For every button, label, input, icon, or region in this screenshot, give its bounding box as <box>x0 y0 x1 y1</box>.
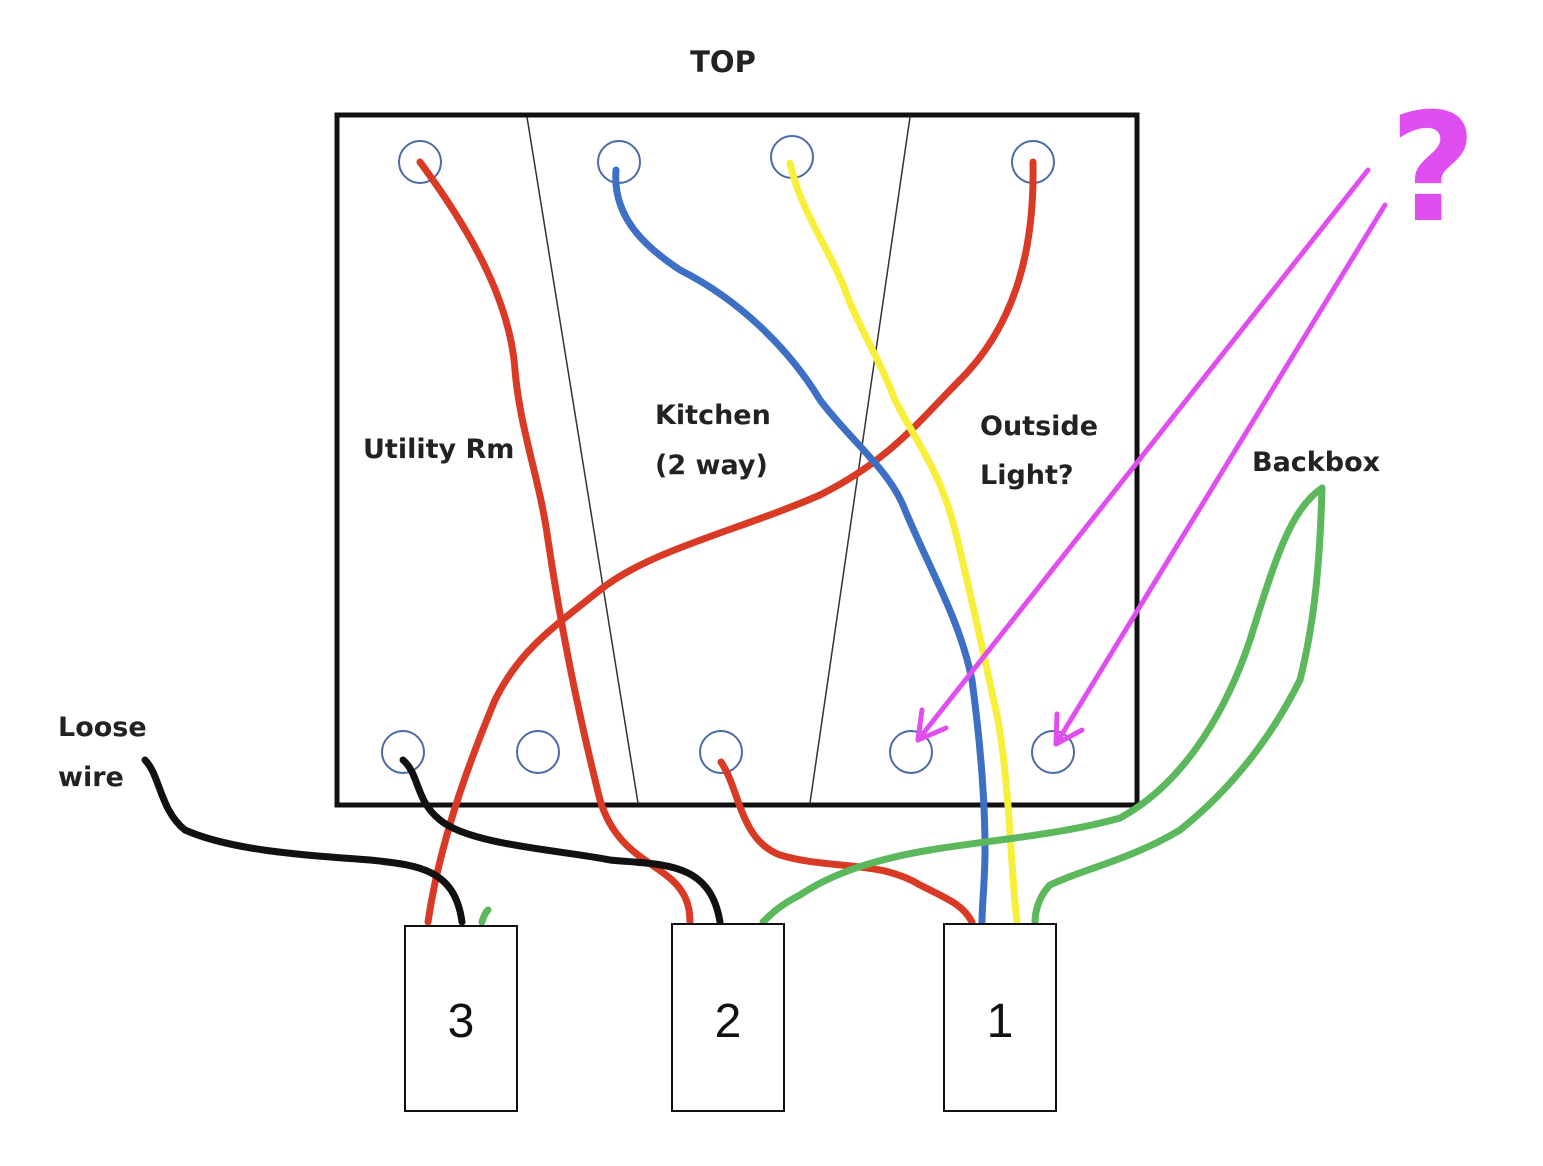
section-label-kitchen: Kitchen <box>655 400 771 431</box>
connector-label-2: 2 <box>715 995 742 1048</box>
terminal-bottom-utility-2 <box>516 730 560 774</box>
yellow-wire <box>786 159 1021 926</box>
loose-wire-label-sub: wire <box>58 762 124 793</box>
red-wire-kitchen-bottom <box>717 758 976 926</box>
red-wire-utility <box>416 158 694 926</box>
arrow-line-left <box>915 167 1371 743</box>
red-wire-outside <box>424 158 1037 926</box>
arrow-head-right-1 <box>1053 711 1060 747</box>
terminal-bottom-outside-1 <box>889 730 933 774</box>
loose-wire-label: Loose <box>58 712 147 743</box>
arrow-head-left-2 <box>915 725 949 743</box>
green-wire-loop <box>759 484 1326 926</box>
arrow-head-right-2 <box>1053 727 1085 747</box>
section-label-kitchen-sub: (2 way) <box>655 450 768 481</box>
question-arrows <box>915 167 1388 747</box>
section-label-outside: Outside <box>980 411 1098 442</box>
divider-right <box>809 116 911 804</box>
arrow-head-left-1 <box>915 707 925 743</box>
section-label-outside-sub: Light? <box>980 460 1074 491</box>
backbox-label: Backbox <box>1252 447 1380 478</box>
arrow-line-right <box>1053 202 1388 747</box>
terminal-bottom-utility-1 <box>381 730 425 774</box>
green-wire-backbox <box>1031 484 1326 926</box>
blue-wire <box>612 166 989 926</box>
connector-block-1: 1 <box>943 923 1057 1112</box>
connector-block-3: 3 <box>404 925 518 1112</box>
connector-label-1: 1 <box>987 995 1014 1048</box>
divider-left <box>526 116 639 804</box>
section-label-utility: Utility Rm <box>363 434 514 465</box>
connector-label-3: 3 <box>448 995 475 1048</box>
top-label: TOP <box>690 45 756 79</box>
black-wire-terminal <box>399 756 724 926</box>
terminal-bottom-kitchen <box>699 730 743 774</box>
green-wire-stub <box>478 906 492 926</box>
black-wire-loose <box>141 756 466 926</box>
question-mark: ? <box>1389 82 1476 256</box>
connector-block-2: 2 <box>671 923 785 1112</box>
